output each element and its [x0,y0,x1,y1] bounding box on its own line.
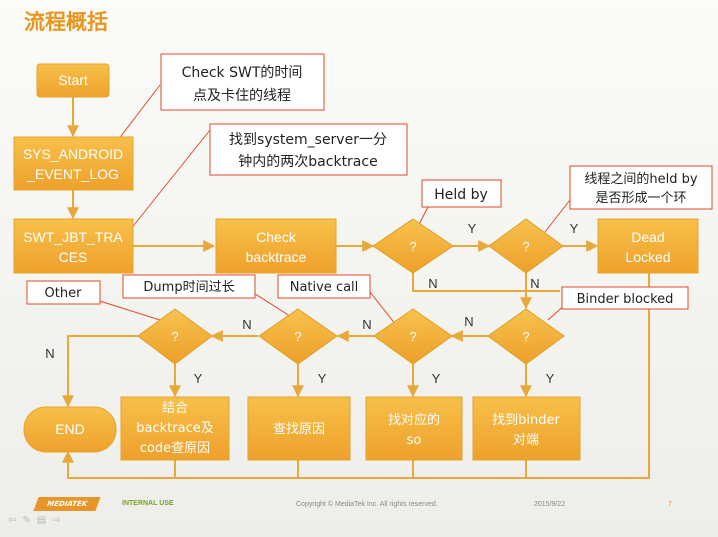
svg-text:?: ? [522,239,529,254]
find-binder-line2: 对端 [513,433,539,448]
edge-other-no [62,335,138,408]
check-line2: backtrace [246,249,307,265]
start-box: Start [36,63,110,98]
menu-icon[interactable]: ▤ [36,515,53,526]
svg-text:Other: Other [45,286,83,301]
edge-labels: Y Y N N N N N N Y Y Y Y [45,221,578,386]
svg-text:点及卡住的线程: 点及卡住的线程 [193,88,291,104]
callout-held-by: Held by [421,179,502,208]
dead-line1: Dead [631,229,664,245]
find-binder-line1: 找到binder [492,413,560,428]
find-so-line1: 找对应的 [388,412,440,428]
svg-text:N: N [464,314,473,329]
svg-text:?: ? [522,329,529,344]
callout-native-call: Native call [277,274,371,299]
dead-locked-box: Dead Locked [597,218,699,274]
end-box: END [23,406,117,453]
decision-native: ? [373,308,453,365]
callout-other: Other [26,280,101,305]
svg-text:Y: Y [194,371,203,386]
svg-text:找到system_server一分: 找到system_server一分 [229,132,387,148]
decision-binder: ? [487,308,565,365]
flow-lines [62,97,650,479]
presentation-nav-icons[interactable]: ⇦✎▤⇨ [8,515,67,526]
traces-line2: CES [59,249,88,265]
edge-heldby-no [412,273,560,292]
next-arrow-icon[interactable]: ⇨ [52,515,67,526]
svg-text:线程之间的held by: 线程之间的held by [584,171,697,187]
svg-text:?: ? [409,329,416,344]
prev-arrow-icon[interactable]: ⇦ [8,515,23,526]
svg-text:?: ? [409,239,416,254]
svg-text:Y: Y [468,221,477,236]
svg-text:钟内的两次backtrace: 钟内的两次backtrace [238,153,377,170]
find-so-line2: so [407,433,422,448]
dead-line2: Locked [625,249,670,265]
svg-text:N: N [242,317,251,332]
event-log-line2: _EVENT_LOG [26,166,119,182]
combine-line2: backtrace及 [136,421,213,436]
traces-box: SWT_JBT_TRA CES [13,218,134,274]
slide-date: 2015/9/22 [534,501,566,508]
callout-find-system-server: 找到system_server一分 钟内的两次backtrace [209,123,408,176]
check-line1: Check [256,229,297,245]
decision-other: ? [137,308,213,365]
mediatek-logo: MEDIATEK [33,497,101,511]
svg-text:N: N [362,317,371,332]
combine-backtrace-box: 结合 backtrace及 code查原因 [120,396,230,461]
svg-text:Held by: Held by [434,187,488,203]
find-cause-box: 查找原因 [247,396,351,461]
decision-held-loop: ? [488,218,564,274]
pen-icon[interactable]: ✎ [22,515,37,526]
event-log-box: SYS_ANDROID _EVENT_LOG [13,136,134,191]
svg-text:Dump时间过长: Dump时间过长 [143,280,234,295]
callout-dump-long: Dump时间过长 [122,274,256,299]
callout-binder-blocked: Binder blocked [561,286,689,310]
combine-line3: code查原因 [140,441,210,456]
internal-use-label: INTERNAL USE [122,500,174,507]
svg-text:Y: Y [570,221,579,236]
slide-title: 流程概括 [24,10,108,34]
decision-held-by: ? [372,218,454,274]
svg-text:?: ? [171,329,178,344]
svg-text:N: N [530,276,539,291]
svg-text:Binder blocked: Binder blocked [577,292,674,307]
find-binder-box: 找到binder 对端 [472,396,581,461]
svg-text:是否形成一个环: 是否形成一个环 [595,191,686,206]
traces-line1: SWT_JBT_TRA [23,229,123,245]
check-backtrace-box: Check backtrace [215,218,337,274]
event-log-line1: SYS_ANDROID [23,146,123,162]
combine-line1: 结合 [162,401,188,416]
callout-check-swt: Check SWT的时间 点及卡住的线程 [160,53,325,111]
find-cause-label: 查找原因 [273,422,325,437]
svg-text:N: N [428,276,437,291]
svg-text:N: N [45,346,54,361]
page-number: 7 [668,501,672,508]
callout-held-loop: 线程之间的held by 是否形成一个环 [569,165,713,210]
edge-dead-to-end [62,273,650,479]
start-label: Start [58,72,88,88]
svg-text:Check SWT的时间: Check SWT的时间 [182,65,303,81]
end-label: END [55,421,85,437]
svg-text:Native call: Native call [290,280,359,295]
find-so-box: 找对应的 so [365,396,463,461]
decision-dump: ? [258,308,338,365]
svg-text:?: ? [294,329,301,344]
copyright-text: Copyright © MediaTek Inc. All rights res… [296,501,438,508]
svg-text:Y: Y [546,371,555,386]
svg-text:Y: Y [432,371,441,386]
svg-text:Y: Y [318,371,327,386]
